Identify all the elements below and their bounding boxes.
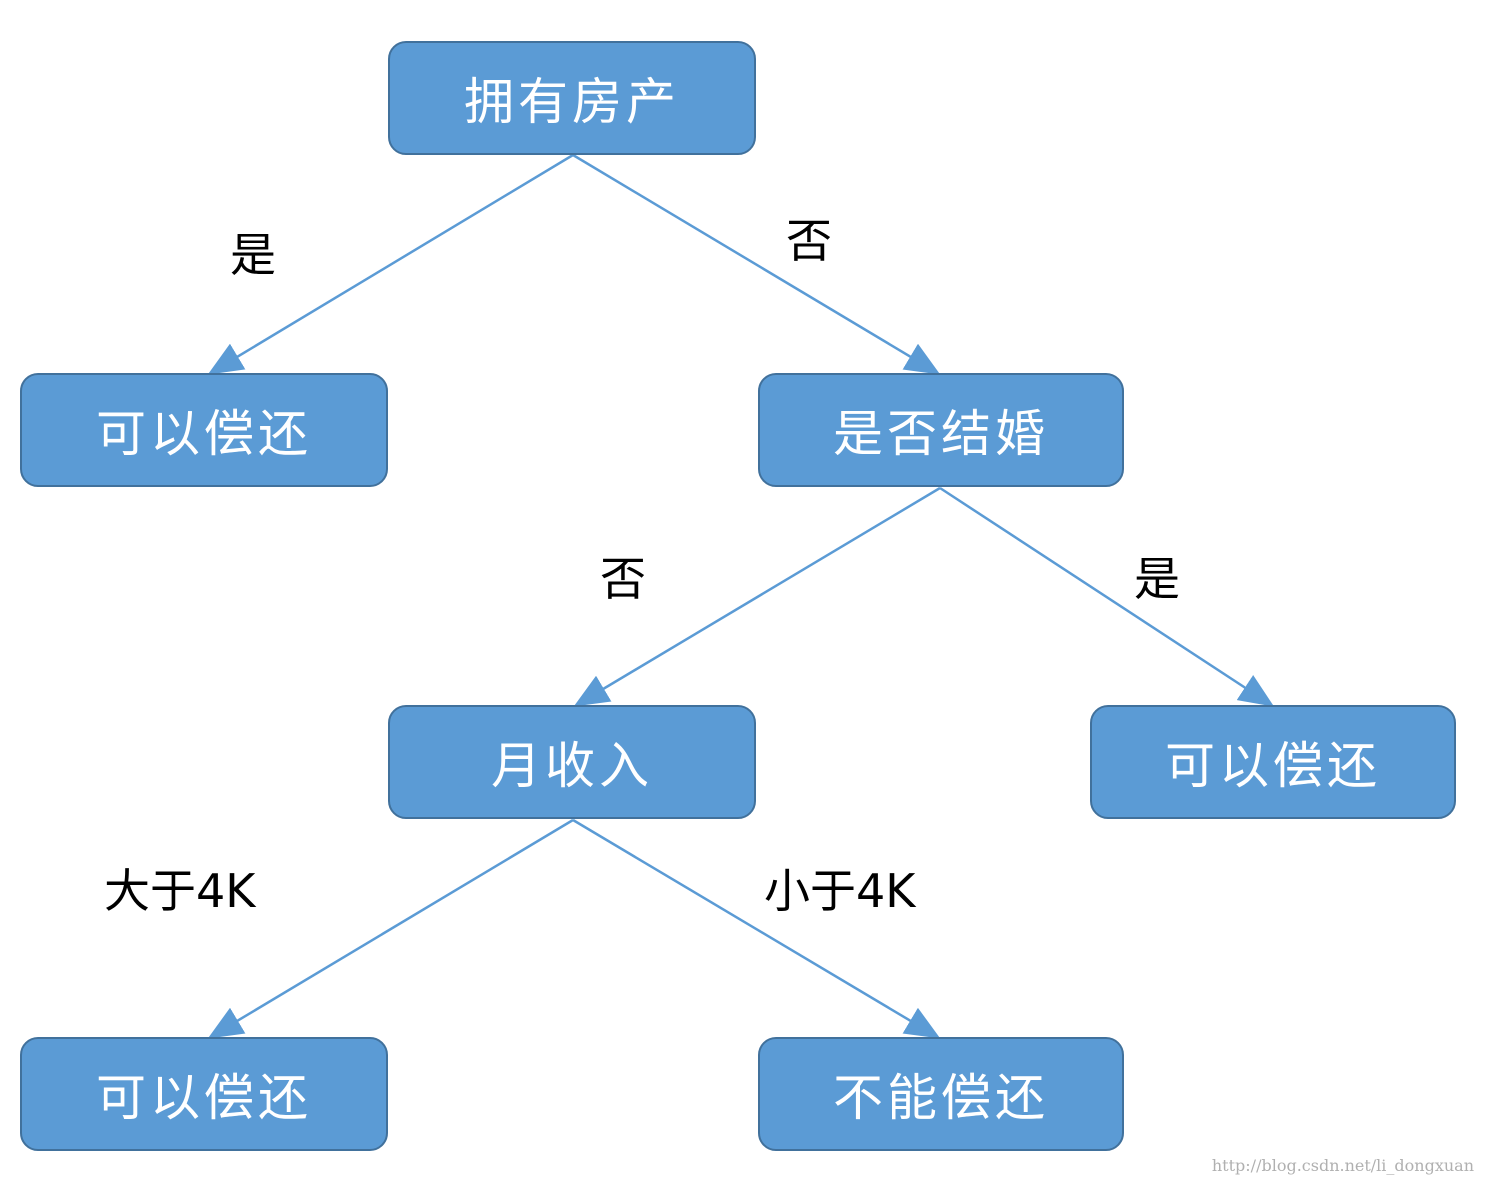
node-can-repay-owns-property: 可以偿还: [20, 373, 388, 487]
watermark: http://blog.csdn.net/li_dongxuan: [1211, 1156, 1474, 1175]
node-can-repay-income-above: 可以偿还: [20, 1037, 388, 1151]
edge-income-to-above-leaf: [207, 818, 574, 1039]
node-married-question: 是否结婚: [758, 373, 1124, 487]
edge-label-income-above: 大于4K: [104, 864, 256, 918]
node-owns-property: 拥有房产: [388, 41, 756, 155]
edge-married-to-yes-leaf: [939, 486, 1275, 707]
edge-label-income-below: 小于4K: [764, 864, 916, 918]
edge-label-married-yes: 是: [1134, 552, 1180, 606]
edge-married-to-monthly-income: [573, 486, 941, 707]
edge-label-married-no: 否: [600, 552, 646, 606]
edge-label-root-no: 否: [786, 214, 832, 268]
edge-root-to-yes-leaf: [207, 153, 574, 375]
edge-income-to-below-leaf: [572, 818, 941, 1039]
node-monthly-income: 月收入: [388, 705, 756, 819]
edge-root-to-married-question: [572, 153, 941, 375]
node-can-repay-married: 可以偿还: [1090, 705, 1456, 819]
edge-label-root-yes: 是: [230, 228, 276, 282]
node-cannot-repay-income-below: 不能偿还: [758, 1037, 1124, 1151]
